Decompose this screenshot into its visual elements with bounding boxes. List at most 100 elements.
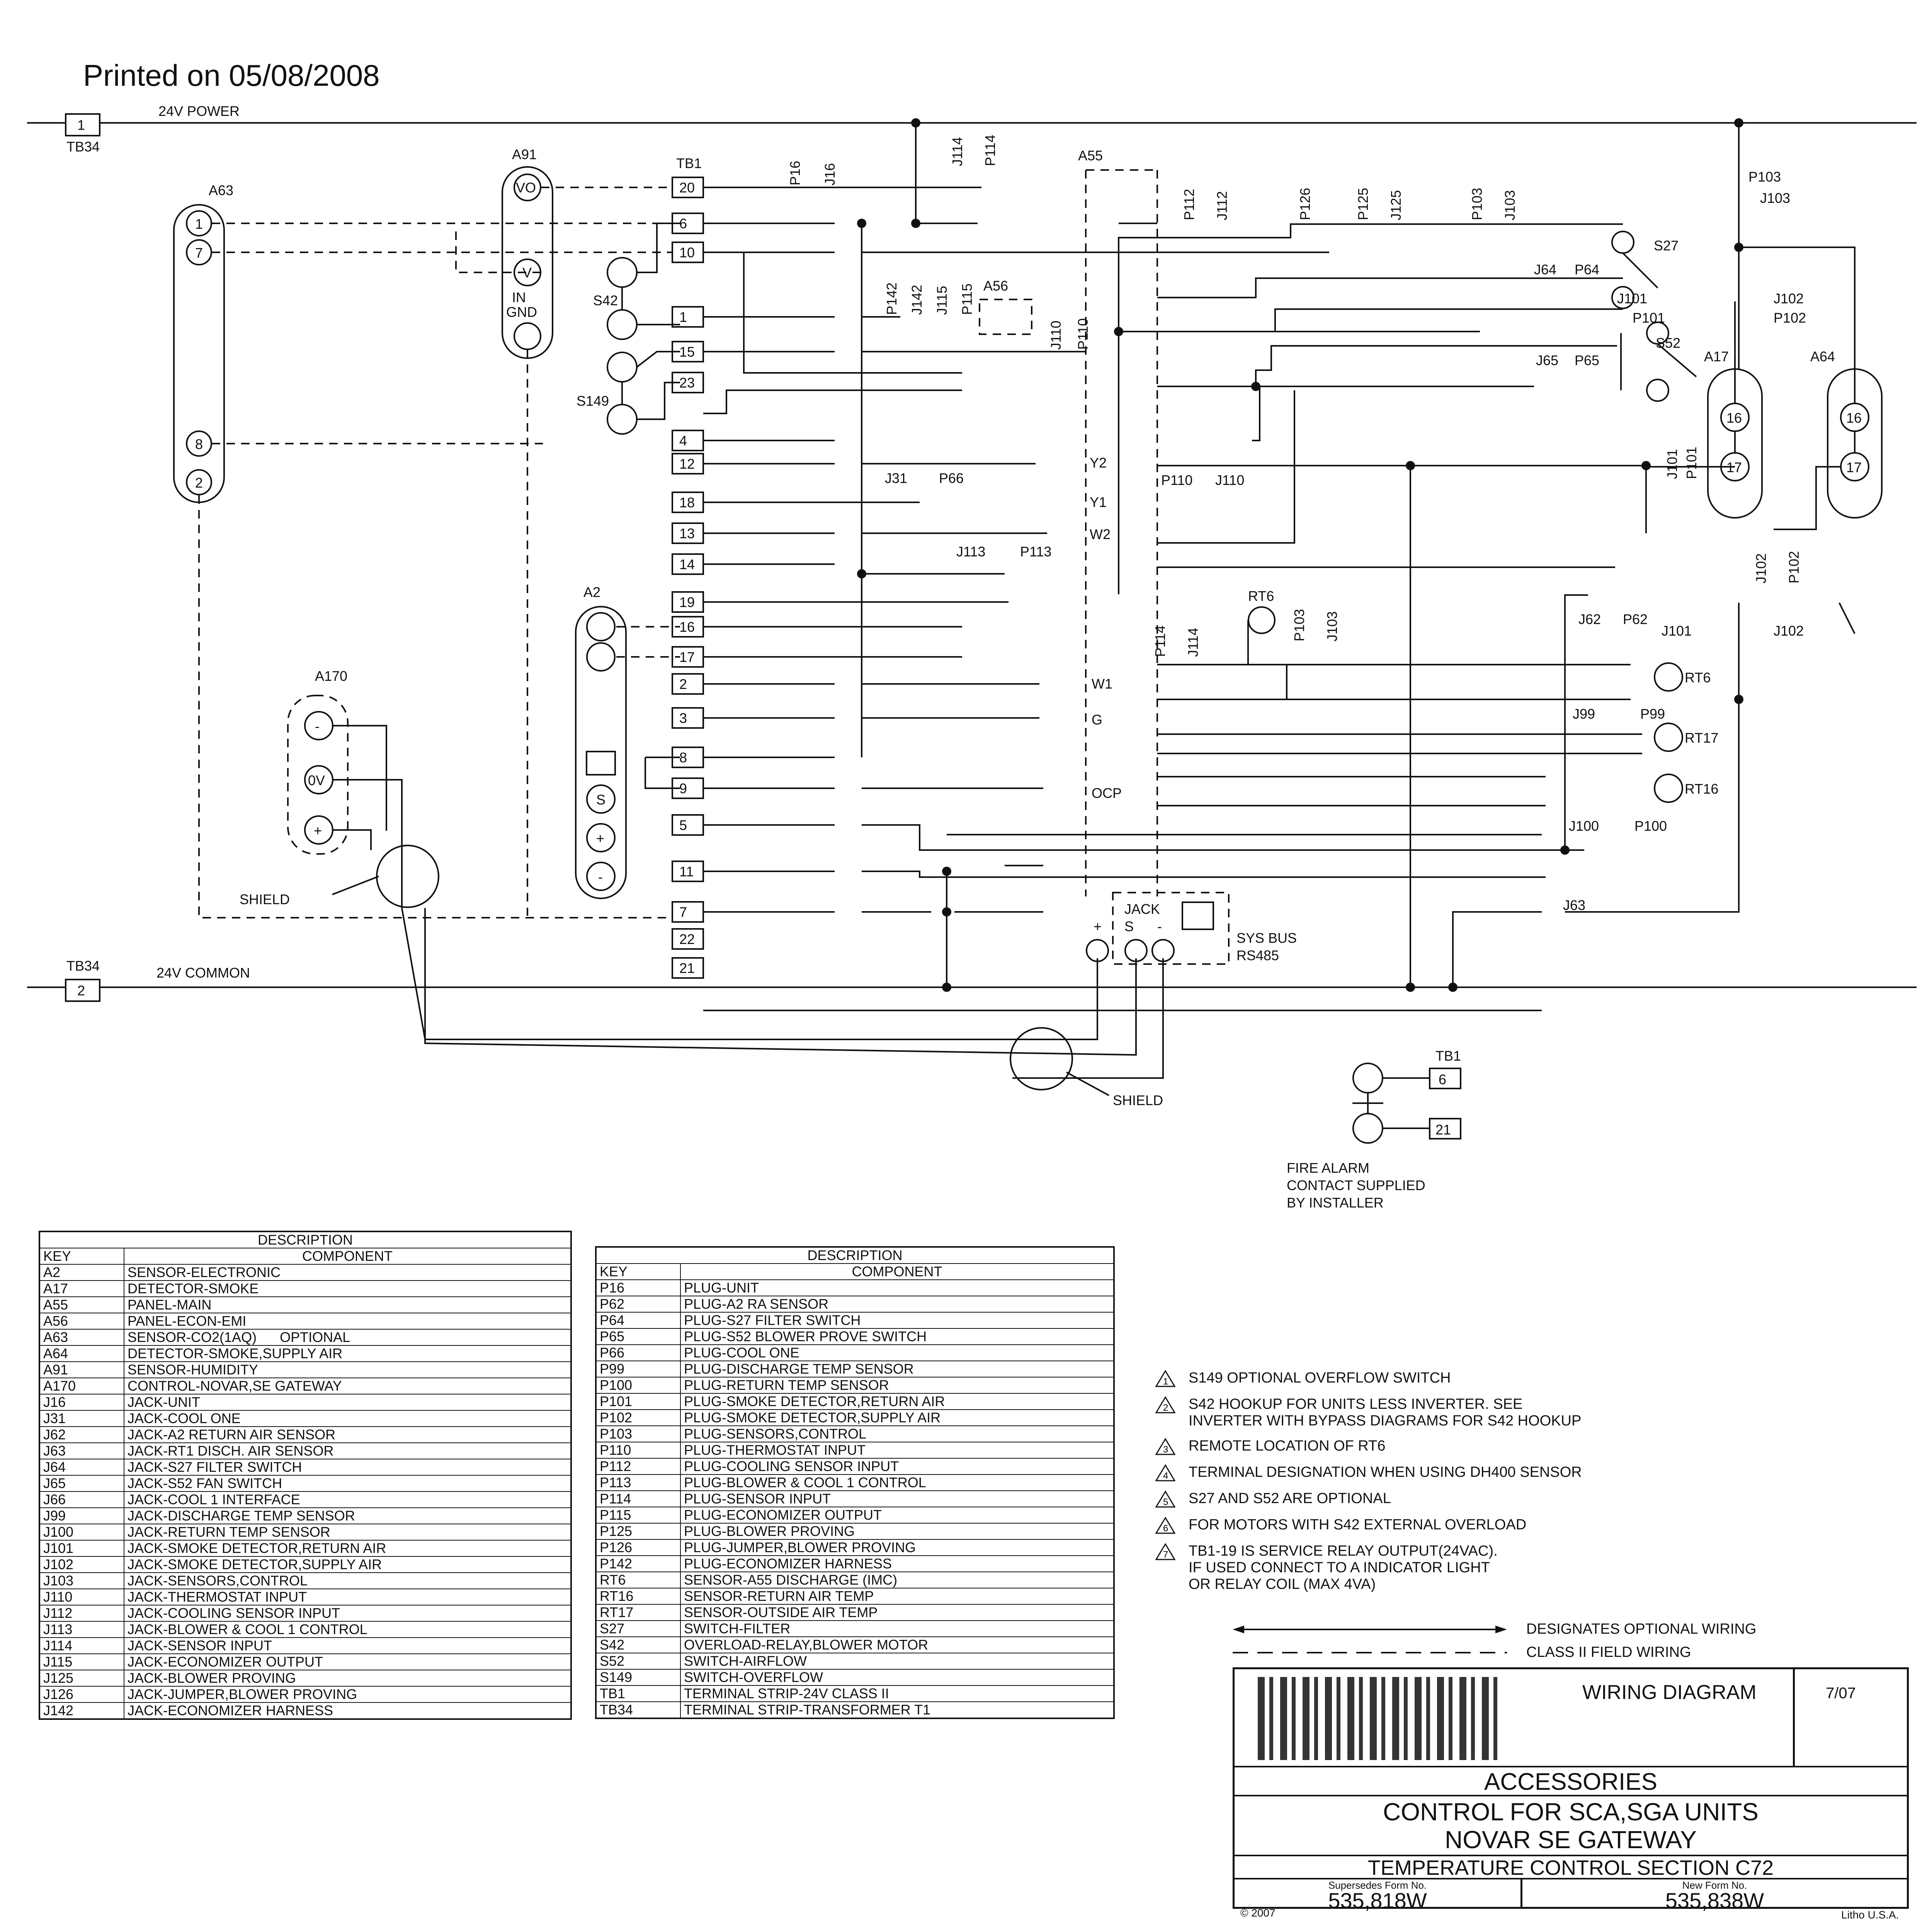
- row-key: P112: [595, 1458, 681, 1475]
- note-text: TERMINAL DESIGNATION WHEN USING DH400 SE…: [1189, 1464, 1582, 1480]
- row-component: JACK-UNIT: [124, 1394, 571, 1411]
- shield-1: SHIELD: [240, 845, 439, 908]
- tb1-terminal-12: 12: [679, 456, 695, 472]
- j102-lower-label: J102: [1774, 623, 1804, 639]
- supersedes-number: 535,818W: [1328, 1888, 1427, 1913]
- row-component: JACK-BLOWER & COOL 1 CONTROL: [124, 1621, 571, 1638]
- rt6-top-label: RT6: [1248, 588, 1274, 604]
- title-date: 7/07: [1826, 1685, 1856, 1702]
- row-component: JACK-COOL ONE: [124, 1410, 571, 1427]
- junction-dots: [857, 118, 1743, 992]
- row-key: J64: [39, 1459, 124, 1476]
- a64-pin-16: 16: [1846, 410, 1862, 426]
- tb1-terminal-19: 19: [679, 594, 695, 610]
- row-component: TERMINAL STRIP-TRANSFORMER T1: [680, 1701, 1114, 1719]
- row-key: TB1: [595, 1685, 681, 1702]
- row-key: P62: [595, 1296, 681, 1313]
- tb1-terminal-5: 5: [679, 817, 687, 833]
- j113-label: J113: [956, 544, 985, 560]
- warning-triangle-icon: 1: [1155, 1370, 1176, 1388]
- row-component: JACK-RETURN TEMP SENSOR: [124, 1524, 571, 1541]
- row-component: JACK-BLOWER PROVING: [124, 1670, 571, 1687]
- s149-label: S149: [577, 393, 609, 409]
- title-line-1: CONTROL FOR SCA,SGA UNITS: [1383, 1798, 1759, 1826]
- title-divider: [1793, 1669, 1795, 1766]
- power-rail-top: 1 TB34 24V POWER: [27, 103, 1917, 155]
- shield-2-label: SHIELD: [1113, 1092, 1163, 1108]
- tb1-terminal-18: 18: [679, 495, 695, 510]
- row-key: A17: [39, 1280, 124, 1297]
- tb1-terminal-box: [672, 673, 704, 695]
- a55-w2: W2: [1090, 526, 1111, 542]
- tb1-terminal-box: [672, 707, 704, 729]
- title-line-2: NOVAR SE GATEWAY: [1445, 1826, 1697, 1854]
- 24v-common-label: 24V COMMON: [156, 965, 250, 981]
- tb1-terminal-22: 22: [679, 931, 695, 947]
- a64-label: A64: [1810, 349, 1835, 364]
- row-component: SWITCH-AIRFLOW: [680, 1653, 1114, 1670]
- a63-pin-1: 1: [195, 216, 203, 232]
- tb1-terminal-23: 23: [679, 375, 695, 391]
- sys-bus-label: SYS BUS: [1236, 930, 1297, 946]
- row-key: J114: [39, 1637, 124, 1654]
- row-component: SENSOR-A55 DISCHARGE (IMC): [680, 1571, 1114, 1588]
- a170-pin-minus: -: [315, 718, 320, 734]
- class2-wiring-icon: [1233, 1651, 1507, 1653]
- p100-label: P100: [1634, 818, 1667, 834]
- tb1-terminal-15: 15: [679, 344, 695, 360]
- a2-pin-minus: -: [598, 869, 603, 885]
- note-number: 6: [1163, 1523, 1168, 1534]
- row-component: JACK-S27 FILTER SWITCH: [124, 1459, 571, 1476]
- j64-label: J64: [1534, 262, 1556, 277]
- row-key: A63: [39, 1329, 124, 1346]
- a170-label: A170: [315, 668, 347, 684]
- row-component: PLUG-SENSOR INPUT: [680, 1490, 1114, 1507]
- warning-triangle-icon: 7: [1155, 1543, 1176, 1561]
- row-component: JACK-SENSOR INPUT: [124, 1637, 571, 1654]
- row-component: PLUG-S52 BLOWER PROVE SWITCH: [680, 1328, 1114, 1345]
- form-numbers: Supersedes Form No. 535,818W New Form No…: [1235, 1878, 1907, 1913]
- p113-label: P113: [1020, 544, 1051, 560]
- a170-gateway: A170 - 0V +: [287, 668, 349, 855]
- row-component: PLUG-RETURN TEMP SENSOR: [680, 1377, 1114, 1394]
- jack-plus: +: [1094, 918, 1102, 934]
- tb34-bottom-terminal: 2: [77, 983, 85, 998]
- a2-pin-plus: +: [596, 830, 604, 846]
- row-component: JACK-DISCHARGE TEMP SENSOR: [124, 1507, 571, 1524]
- j103-lower-label: J103: [1324, 611, 1340, 641]
- row-component: PLUG-THERMOSTAT INPUT: [680, 1442, 1114, 1459]
- qr-code-icon: [1258, 1677, 1497, 1760]
- a64-pin-17: 17: [1846, 459, 1862, 475]
- row-component: JACK-SMOKE DETECTOR,SUPPLY AIR: [124, 1556, 571, 1573]
- p101-label: P101: [1633, 310, 1665, 326]
- row-component: PLUG-SMOKE DETECTOR,SUPPLY AIR: [680, 1409, 1114, 1426]
- p99-label: P99: [1640, 706, 1665, 722]
- tb34-top-terminal: 1: [77, 117, 85, 133]
- row-key: RT17: [595, 1604, 681, 1621]
- row-component: PLUG-BLOWER PROVING: [680, 1523, 1114, 1540]
- row-key: J142: [39, 1702, 124, 1719]
- row-key: J102: [39, 1556, 124, 1573]
- row-key: J103: [39, 1572, 124, 1589]
- row-component: PLUG-COOLING SENSOR INPUT: [680, 1458, 1114, 1475]
